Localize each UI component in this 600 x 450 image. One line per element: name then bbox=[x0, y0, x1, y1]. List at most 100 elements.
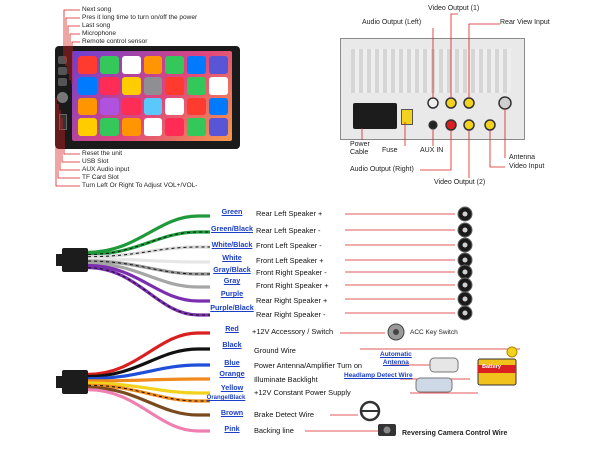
app-grid bbox=[78, 56, 228, 136]
label-reversing-camera: Reversing Camera Control Wire bbox=[402, 430, 508, 437]
leader-aux bbox=[59, 110, 80, 171]
app-icon bbox=[209, 118, 228, 136]
wire-green bbox=[87, 214, 210, 254]
leader-volume bbox=[55, 98, 80, 187]
power-button[interactable] bbox=[58, 67, 67, 75]
app-icon bbox=[165, 97, 185, 116]
last-song-button[interactable] bbox=[58, 78, 67, 86]
wire-name-white-black: White/Black bbox=[211, 240, 253, 249]
app-icon bbox=[143, 97, 163, 116]
callout-tf-card: TF Card Slot bbox=[82, 174, 119, 181]
wire-name-black: Black bbox=[222, 340, 242, 349]
app-icon bbox=[78, 56, 97, 74]
speaker-cone-icon bbox=[462, 257, 468, 263]
leader-power bbox=[65, 17, 80, 66]
head-unit bbox=[55, 46, 240, 149]
app-icon bbox=[187, 56, 207, 74]
app-icon bbox=[99, 118, 119, 136]
app-icon bbox=[121, 118, 141, 136]
app-icon bbox=[187, 76, 207, 95]
app-icon bbox=[78, 76, 97, 95]
wire-desc-front-left-minus: Front Left Speaker - bbox=[256, 241, 322, 250]
wire-orange bbox=[87, 377, 210, 383]
label-rear-view-input: Rear View Input bbox=[500, 19, 550, 26]
wire-name-green: Green bbox=[221, 207, 243, 216]
volume-knob[interactable] bbox=[57, 92, 68, 103]
speaker-cone-icon bbox=[462, 227, 468, 233]
wire-desc-rear-left-plus: Rear Left Speaker + bbox=[256, 209, 323, 218]
wire-pink bbox=[87, 388, 210, 433]
wire-name-gray: Gray bbox=[223, 276, 241, 285]
wire-blue bbox=[87, 363, 210, 381]
app-icon bbox=[99, 76, 119, 95]
callout-next-song: Next song bbox=[82, 6, 112, 13]
wire-desc-front-right-plus: Front Right Speaker + bbox=[256, 281, 329, 290]
wire-black bbox=[87, 347, 210, 379]
wire-name-orange-black: Orange/Black bbox=[206, 395, 246, 401]
wire-desc-rear-left-minus: Rear Left Speaker - bbox=[256, 226, 321, 235]
headlamp-car-icon bbox=[415, 377, 453, 393]
wire-desc-backing: Backing line bbox=[254, 426, 294, 435]
callout-aux: AUX Audio input bbox=[82, 166, 130, 173]
speaker-cone-icon bbox=[462, 211, 468, 217]
battery-terminal-icon bbox=[506, 346, 518, 358]
iso-connector bbox=[353, 103, 397, 129]
speakers bbox=[345, 206, 473, 321]
leader-next-song bbox=[63, 9, 80, 60]
leader-microphone bbox=[69, 33, 80, 80]
label-automatic-antenna: Automatic Antenna bbox=[380, 351, 412, 366]
app-icon bbox=[99, 97, 119, 116]
leader-tf bbox=[57, 104, 80, 179]
app-icon bbox=[209, 56, 228, 74]
rear-leader-lines bbox=[361, 13, 506, 178]
wire-desc-rear-right-minus: Rear Right Speaker - bbox=[256, 310, 326, 319]
label-audio-output-left: Audio Output (Left) bbox=[362, 19, 422, 26]
power-harness-tab bbox=[56, 376, 64, 388]
speaker-cone-icon bbox=[462, 310, 468, 316]
wire-desc-backlight: Illuminate Backlight bbox=[254, 375, 318, 384]
wire-name-gray-black: Gray/Black bbox=[213, 265, 251, 274]
wire-desc-antenna-amp: Power Antenna/Amplifier Turn on bbox=[254, 361, 363, 370]
wire-desc-front-right-minus: Front Right Speaker - bbox=[256, 268, 327, 277]
label-video-input: Video Input bbox=[509, 163, 545, 170]
wire-gray bbox=[87, 261, 210, 289]
label-video-output-1: Video Output (1) bbox=[428, 5, 480, 12]
wire-purple-black bbox=[87, 266, 210, 317]
wire-name-brown: Brown bbox=[220, 408, 244, 417]
app-icon bbox=[78, 97, 97, 116]
wire-orange-black bbox=[87, 383, 210, 403]
wire-gray-black bbox=[87, 259, 210, 276]
leader-remote bbox=[71, 41, 80, 84]
wire-desc-front-left-plus: Front Left Speaker + bbox=[256, 256, 324, 265]
app-icon bbox=[78, 118, 97, 136]
wire-desc-brake: Brake Detect Wire bbox=[254, 410, 314, 419]
label-aux-in: AUX IN bbox=[420, 147, 444, 154]
next-song-button[interactable] bbox=[58, 56, 67, 64]
callout-usb: USB Slot bbox=[82, 158, 109, 165]
camera-lens-icon bbox=[383, 426, 391, 434]
speaker-harness-tab bbox=[56, 254, 64, 266]
label-audio-output-right: Audio Output (Right) bbox=[350, 166, 414, 173]
wire-red bbox=[87, 331, 210, 376]
wire-name-yellow: Yellow bbox=[220, 383, 244, 392]
wire-name-pink: Pink bbox=[224, 424, 240, 433]
label-headlamp-detect: Headlamp Detect Wire bbox=[344, 372, 413, 379]
wire-yellow bbox=[87, 381, 210, 395]
app-icon bbox=[209, 76, 228, 95]
fuse bbox=[401, 109, 413, 125]
battery-label-strip bbox=[478, 365, 516, 373]
app-icon bbox=[209, 97, 228, 116]
wire-name-green-black: Green/Black bbox=[211, 224, 253, 233]
app-icon bbox=[165, 118, 185, 136]
wire-purple bbox=[87, 263, 210, 303]
wire-name-red: Red bbox=[225, 324, 239, 333]
app-icon bbox=[121, 76, 141, 95]
speaker-cone-icon bbox=[462, 269, 468, 275]
callout-last-song: Last song bbox=[82, 22, 111, 29]
label-power-cable: Power Cable bbox=[350, 141, 370, 156]
app-icon bbox=[143, 76, 163, 95]
leader-audio-out-right bbox=[420, 130, 452, 171]
wire-brown bbox=[87, 385, 210, 417]
rca-jacks bbox=[427, 96, 512, 131]
